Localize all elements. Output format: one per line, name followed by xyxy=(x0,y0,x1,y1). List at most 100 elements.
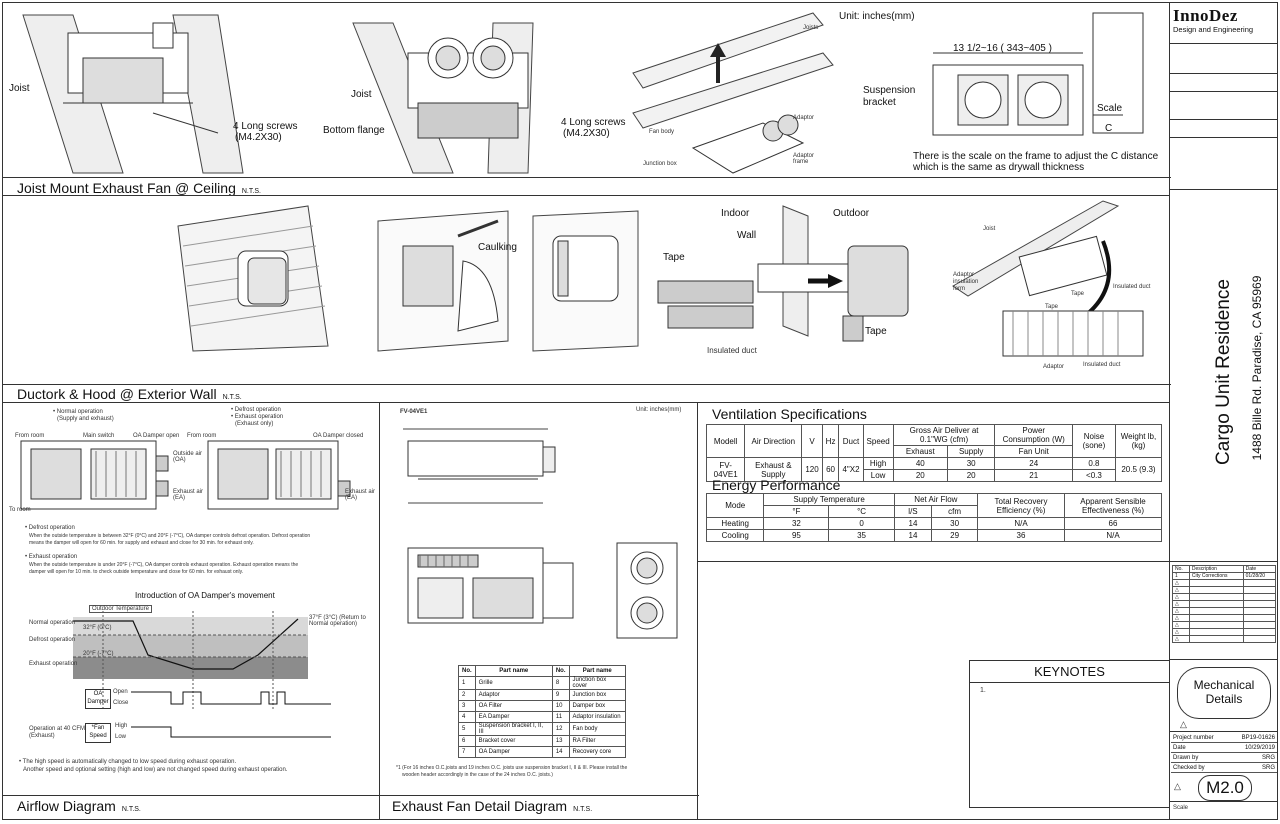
airflow-exhaust-only: (Exhaust only) xyxy=(235,421,274,427)
parts-header: Part name xyxy=(568,665,626,677)
parts-cell: 2 xyxy=(458,689,476,701)
parts-header: Part name xyxy=(474,665,553,677)
spec-header: V xyxy=(801,424,823,458)
parts-cell: 7 xyxy=(458,746,476,758)
spec-header: Exhaust xyxy=(892,445,948,458)
spec-cell: 0 xyxy=(828,517,895,530)
airflow-close: Close xyxy=(113,700,129,706)
logo-brand: InnoDez xyxy=(1173,6,1238,25)
info-value: SRG xyxy=(1228,762,1277,773)
airflow-to-room: To room xyxy=(9,507,31,513)
spec-cell: Exhaust & Supply xyxy=(744,457,803,482)
info-value: BP19-01626 xyxy=(1228,733,1277,743)
detail-unit: Unit: inches(mm) xyxy=(636,407,682,413)
label-tape-4: Tape xyxy=(1045,304,1059,310)
airflow-defrost-text-2: means the damper will open for 60 min. f… xyxy=(29,540,254,546)
spec-header: Modell xyxy=(705,424,746,458)
parts-header: No. xyxy=(551,665,570,677)
spec-header: Mode xyxy=(705,493,765,518)
spec-cell: 20.5 (9.3) xyxy=(1114,457,1163,482)
spec-header: Duct xyxy=(838,424,864,458)
spec-cell: Heating xyxy=(705,517,765,530)
ventilation-title: Ventilation Specifications xyxy=(712,406,867,422)
airflow-footnote-1: • The high speed is automatically change… xyxy=(19,759,237,765)
airflow-exhaust-row: Exhaust operation xyxy=(29,661,78,667)
label-outdoor: Outdoor xyxy=(833,208,870,219)
airflow-t32: 32°F (0°C) xyxy=(83,625,112,631)
rev-header: No. xyxy=(1172,565,1190,573)
info-value: 10/29/2019 xyxy=(1228,742,1277,753)
panel-joist-mount: Joist 4 Long screws (M4.2X30) Joist Bott… xyxy=(2,2,1171,196)
airflow-t20: 20°F (-7°C) xyxy=(83,651,114,657)
rev-header: Date xyxy=(1242,565,1277,573)
airflow-op40: Operation at 40 CFM xyxy=(29,726,86,732)
spec-cell: High xyxy=(862,457,894,470)
airflow-defrost-text-1: When the outside temperature is between … xyxy=(29,533,311,539)
label-tape-3: Tape xyxy=(1071,291,1085,297)
parts-cell: Adaptor insulation xyxy=(568,711,626,723)
parts-cell: 11 xyxy=(551,711,570,723)
hood-caulking-sketch xyxy=(377,210,509,352)
label-insulated-duct-3: Insulated duct xyxy=(1083,362,1121,368)
parts-cell: 9 xyxy=(551,689,570,701)
label-unit: Unit: inches(mm) xyxy=(839,11,915,22)
airflow-intro-title: Introduction of OA Damper's movement xyxy=(135,591,275,600)
keynotes-box: KEYNOTES 1. xyxy=(969,660,1170,808)
nts-label: N.T.S. xyxy=(573,806,593,813)
info-label: Checked by xyxy=(1171,762,1229,773)
parts-cell: 8 xyxy=(551,676,570,690)
spec-header: Air Direction xyxy=(744,424,803,458)
rev-cell: 01/28/20 xyxy=(1242,572,1277,580)
airflow-oa-damper-box: OA Damper xyxy=(85,689,111,709)
info-label: Drawn by xyxy=(1171,752,1229,763)
rev-cell: 1 xyxy=(1172,572,1190,580)
detail-note-2: wooden header accordingly in the case of… xyxy=(402,772,553,778)
label-indoor: Indoor xyxy=(721,208,750,219)
spec-cell: 30 xyxy=(931,517,978,530)
detail-model: FV-04VE1 xyxy=(400,409,428,415)
project-name: Cargo Unit Residence xyxy=(1213,279,1234,465)
spec-cell: 4"X2 xyxy=(838,457,864,482)
spec-cell: 21 xyxy=(994,469,1073,482)
energy-table: Mode Supply Temperature Net Air Flow Tot… xyxy=(705,493,1162,542)
energy-row: Heating 32 0 14 30 N/A 66 xyxy=(705,517,1162,530)
sheet-title-line1: Mechanical xyxy=(1193,678,1255,692)
label-screws-1: 4 Long screws xyxy=(233,121,298,132)
spec-header: cfm xyxy=(931,505,978,518)
spec-cell: 0.8 xyxy=(1071,457,1116,470)
airflow-t37: 37°F (3°C) (Return to Normal operation) xyxy=(309,615,366,627)
logo: InnoDez Design and Engineering xyxy=(1173,6,1253,35)
spec-cell: FV-04VE1 xyxy=(705,457,746,482)
spec-cell: 36 xyxy=(977,529,1065,542)
airflow-low: Low xyxy=(115,734,127,740)
spec-header: Fan Unit xyxy=(994,445,1073,458)
joist-mount-sketch-3 xyxy=(632,12,834,174)
label-tape-2: Tape xyxy=(865,326,887,337)
airflow-exhaust-air-2: Exhaust air (EA) xyxy=(345,489,376,501)
spec-header: Weight lb,(kg) xyxy=(1114,424,1163,458)
spec-cell: 35 xyxy=(828,529,895,542)
parts-cell: Junction box xyxy=(568,689,626,701)
spec-header: Supply Temperature xyxy=(763,493,895,506)
spec-cell: 29 xyxy=(931,529,978,542)
airflow-damper-chart xyxy=(73,611,308,711)
label-screws-1b: (M4.2X30) xyxy=(235,132,282,143)
label-c: C xyxy=(1105,123,1113,134)
parts-cell: Bracket cover xyxy=(474,735,553,747)
spec-row: FV-04VE1 Exhaust & Supply 120 60 4"X2 Hi… xyxy=(705,457,1163,482)
spec-cell: N/A xyxy=(977,517,1065,530)
panel-title-text: Exhaust Fan Detail Diagram xyxy=(392,798,568,814)
parts-cell: RA Filter xyxy=(568,735,626,747)
label-screws-2b: (M4.2X30) xyxy=(563,128,610,139)
nts-label: N.T.S. xyxy=(121,806,141,813)
label-tape-1: Tape xyxy=(663,252,685,263)
panel-airflow: • Normal operation (Supply and exhaust) … xyxy=(2,402,381,820)
label-wall: Wall xyxy=(737,230,757,241)
